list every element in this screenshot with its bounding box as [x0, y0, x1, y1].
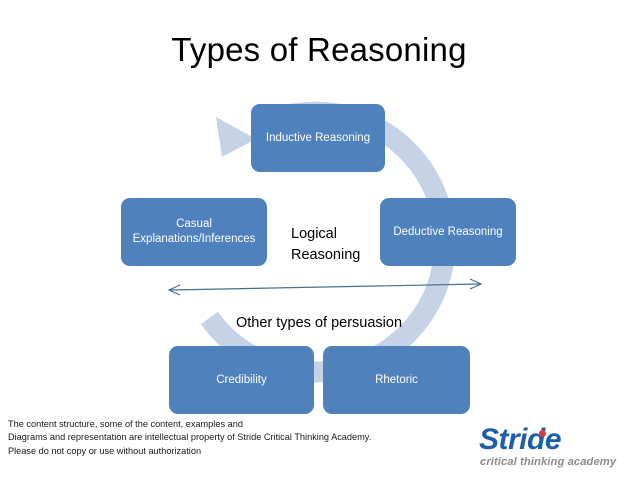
node-rhetoric[interactable]: Rhetoric: [323, 346, 470, 414]
logo-i-dot-icon: [539, 430, 546, 437]
divider-arrow-head-left: [167, 284, 181, 296]
divider-arrow-head-right: [469, 278, 483, 290]
double-headed-arrow-icon: [167, 278, 483, 296]
node-label-wrapper: Casual Explanations/Inferences: [133, 217, 256, 247]
page-title: Types of Reasoning: [171, 31, 467, 68]
node-label-line-2: Explanations/Inferences: [132, 233, 256, 245]
node-label: Inductive Reasoning: [265, 131, 371, 144]
disclaimer-line-3: Please do not copy or use without author…: [8, 445, 202, 456]
center-label-line-1: Logical: [291, 226, 337, 242]
node-label: Deductive Reasoning: [393, 225, 503, 238]
cycle-center-label: Logical Reasoning: [291, 224, 386, 266]
stride-logo: Stride critical thinking academy: [477, 424, 629, 472]
disclaimer-line-2: Diagrams and representation are intellec…: [8, 432, 372, 443]
node-label: Rhetoric: [375, 373, 418, 386]
node-label-line-1: Casual: [176, 218, 212, 230]
logo-tagline: critical thinking academy: [480, 456, 617, 468]
node-label: Credibility: [216, 373, 267, 386]
disclaimer-line-1: The content structure, some of the conte…: [8, 419, 243, 429]
center-label-line-2: Reasoning: [291, 247, 361, 263]
divider-arrow-line: [169, 283, 481, 291]
node-deductive-reasoning[interactable]: Deductive Reasoning: [380, 198, 516, 266]
logo-wordmark: Stride: [479, 423, 562, 456]
cycle-arrowhead: [216, 117, 256, 157]
node-credibility[interactable]: Credibility: [169, 346, 314, 414]
node-inductive-reasoning[interactable]: Inductive Reasoning: [251, 104, 385, 172]
node-casual-explanations-inferences[interactable]: Casual Explanations/Inferences: [121, 198, 267, 266]
copyright-disclaimer: The content structure, some of the conte…: [8, 418, 428, 458]
persuasion-caption: Other types of persuasion: [235, 315, 403, 331]
